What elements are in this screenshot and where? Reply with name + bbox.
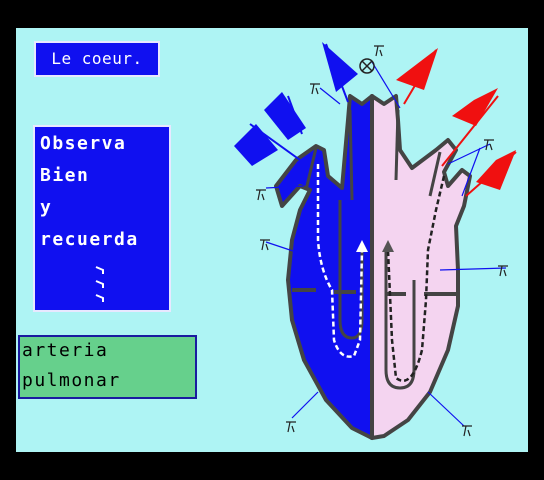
instruction-line-4: recuerda	[40, 229, 139, 250]
instructions-box: Observa Bien y recuerda	[33, 125, 171, 312]
page-title: Le coeur.	[51, 49, 143, 68]
blood-flow-arrow-icon	[234, 42, 358, 166]
right-heart-half[interactable]	[274, 94, 374, 440]
left-heart-half	[370, 94, 472, 440]
title-box: Le coeur.	[34, 41, 160, 77]
instruction-line-3: y	[40, 197, 53, 218]
pointer-marker-icon	[256, 45, 508, 437]
answer-line-2: pulmonar	[22, 370, 121, 391]
instruction-line-2: Bien	[40, 165, 90, 186]
blood-flow-arrow-icon	[396, 48, 517, 197]
instruction-line-1: Observa	[40, 133, 127, 154]
selection-marker-icon	[359, 58, 375, 74]
answer-line-1: arteria	[22, 340, 109, 361]
answer-box[interactable]: arteria pulmonar	[18, 335, 197, 399]
ellipsis-icon	[95, 266, 104, 302]
